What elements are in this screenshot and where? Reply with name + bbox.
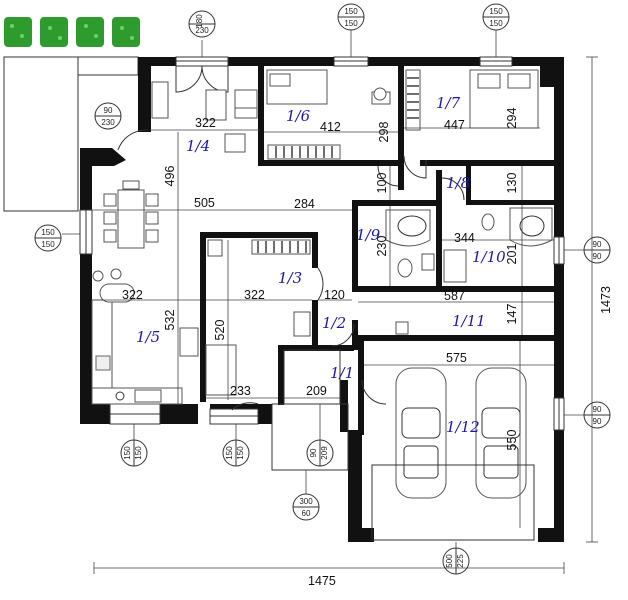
- svg-text:150: 150: [134, 446, 143, 460]
- dim-230: 230: [375, 236, 389, 257]
- svg-text:500: 500: [445, 554, 454, 568]
- dim-100: 100: [375, 173, 389, 194]
- dim-447: 447: [444, 118, 465, 132]
- dim-575: 575: [446, 351, 467, 365]
- svg-text:225: 225: [456, 554, 465, 568]
- svg-text:150: 150: [41, 228, 55, 237]
- dim-587: 587: [444, 289, 465, 303]
- dim-550: 550: [505, 430, 519, 451]
- svg-text:150: 150: [41, 240, 55, 249]
- room-label-1-3: 1/3: [278, 269, 302, 287]
- room-label-1-11: 1/11: [452, 312, 486, 330]
- svg-text:150: 150: [225, 446, 234, 460]
- room-labels: 1/1 1/2 1/3 1/4 1/5 1/6 1/7 1/8 1/9 1/10…: [136, 94, 506, 436]
- interior-walls: [200, 66, 555, 435]
- room-label-1-1: 1/1: [330, 364, 354, 382]
- room-label-1-4: 1/4: [186, 137, 210, 155]
- terrace: [3, 56, 139, 212]
- dim-201: 201: [505, 244, 519, 265]
- room-label-1-8: 1/8: [446, 174, 470, 192]
- doors: [117, 65, 465, 411]
- svg-text:90: 90: [593, 417, 602, 426]
- svg-text:150: 150: [236, 446, 245, 460]
- room-label-1-9: 1/9: [356, 226, 381, 244]
- room-label-1-5: 1/5: [136, 328, 160, 346]
- dim-322-top: 322: [195, 116, 216, 130]
- hedge-shrubs: [4, 17, 140, 47]
- dim-209: 209: [306, 384, 327, 398]
- svg-text:230: 230: [195, 26, 209, 35]
- dim-298: 298: [377, 122, 391, 143]
- dim-532: 532: [163, 310, 177, 331]
- svg-text:209: 209: [320, 446, 329, 460]
- svg-text:180: 180: [195, 14, 204, 28]
- furniture: [91, 69, 553, 541]
- dim-284: 284: [294, 197, 315, 211]
- room-label-1-6: 1/6: [286, 107, 311, 125]
- svg-text:90: 90: [593, 240, 602, 249]
- room-label-1-12: 1/12: [446, 418, 480, 436]
- exterior-walls: [80, 57, 564, 542]
- dim-412: 412: [320, 120, 341, 134]
- svg-text:150: 150: [123, 446, 132, 460]
- dim-344: 344: [454, 231, 475, 245]
- svg-text:60: 60: [302, 509, 311, 518]
- room-label-1-2: 1/2: [322, 314, 346, 332]
- dim-294: 294: [505, 108, 519, 129]
- svg-text:90: 90: [593, 405, 602, 414]
- dim-505: 505: [194, 196, 215, 210]
- dim-total-width: 1475: [308, 574, 336, 588]
- svg-text:150: 150: [344, 7, 358, 16]
- dim-520: 520: [213, 320, 227, 341]
- svg-text:300: 300: [299, 497, 313, 506]
- dimension-lines: [92, 56, 598, 574]
- svg-text:90: 90: [593, 252, 602, 261]
- svg-text:90: 90: [309, 448, 318, 457]
- opening-callouts: 180 230 150 150 150 150 90 230 150 150 9…: [34, 3, 611, 575]
- dim-322-left: 322: [122, 288, 143, 302]
- dim-496: 496: [163, 166, 177, 187]
- room-label-1-10: 1/10: [472, 248, 506, 266]
- svg-text:230: 230: [101, 118, 115, 127]
- dim-total-height: 1473: [599, 286, 613, 314]
- dim-120: 120: [324, 288, 345, 302]
- dimension-labels: 322 412 298 447 294 496 505 284 100 130 …: [122, 108, 613, 588]
- svg-text:150: 150: [489, 19, 503, 28]
- dim-147: 147: [505, 304, 519, 325]
- dim-130: 130: [505, 173, 519, 194]
- car-left: [395, 367, 447, 499]
- svg-text:150: 150: [344, 19, 358, 28]
- dim-322-mid: 322: [244, 288, 265, 302]
- dim-233: 233: [230, 384, 251, 398]
- room-label-1-7: 1/7: [436, 94, 461, 112]
- svg-text:90: 90: [104, 106, 113, 115]
- svg-text:150: 150: [489, 7, 503, 16]
